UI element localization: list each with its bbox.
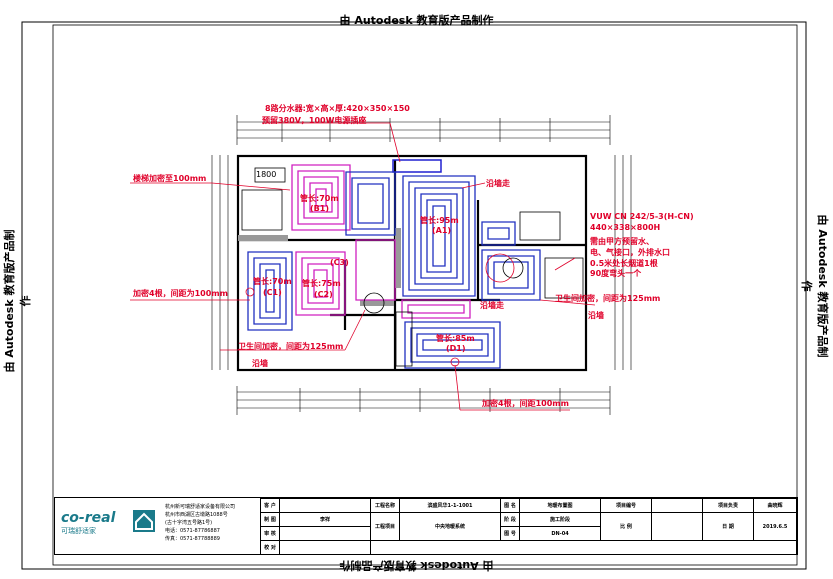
boiler-note-2: 440×338×800H <box>590 223 661 232</box>
outer-frame <box>21 21 807 570</box>
manifold <box>392 159 442 173</box>
pipe-length-d1: 管长:85m <box>436 334 475 343</box>
drawing-no-label: 图 号 <box>500 526 520 541</box>
manifold-note-2: 预留380V，100W电源插座 <box>262 116 367 125</box>
manifold-note-1: 8路分水器:宽×高×厚:420×350×150 <box>265 104 410 113</box>
pipe-room-a1: (A1) <box>432 226 452 235</box>
drawing-name-label: 图 名 <box>500 498 520 513</box>
pipe-room-b1: (B1) <box>310 204 329 213</box>
tel: 电话：0571-87786887 <box>165 528 220 534</box>
boiler-note-4: 电、气接口，外排水口 <box>590 248 670 257</box>
stage-label: 阶 段 <box>500 512 520 527</box>
pipe-room-c3: (C3) <box>330 258 349 267</box>
logo-text: co-real <box>61 510 116 526</box>
bath-note-right: 卫生间加密，间距为125mm <box>555 294 661 303</box>
inner-frame <box>52 24 798 566</box>
date-label: 日 期 <box>702 512 754 541</box>
pipe-length-a1: 管长:95m <box>420 216 459 225</box>
project-name-label: 工程名称 <box>370 498 400 513</box>
project-code <box>651 498 703 513</box>
project-item-label: 工程项目 <box>370 512 400 541</box>
dimension-lines-sides <box>211 155 632 370</box>
fax: 传真：0571-87788889 <box>165 536 220 542</box>
fixtures <box>241 189 584 367</box>
empty-row <box>370 540 797 555</box>
pipe-length-c1: 管长:70m <box>253 277 292 286</box>
date: 2019.6.5 <box>753 512 797 541</box>
company-name: 杭州新可瑞舒适家设备有限公司 <box>165 504 236 510</box>
verify-label: 校 对 <box>260 540 280 555</box>
pipe-length-b1: 管长:70m <box>300 194 339 203</box>
pipe-room-c1: (C1) <box>263 288 282 297</box>
boiler-note-3: 需由甲方预留水、 <box>590 237 654 246</box>
customer-label: 客 户 <box>260 498 280 513</box>
customer-value <box>279 498 371 513</box>
drawer-name: 李祥 <box>279 512 371 527</box>
title-block-table: 客 户 工程名称 滨盛风华1-1-1001 图 名 地暖布置图 项目编号 项目负… <box>260 498 797 555</box>
drawing-label: 制 图 <box>260 512 280 527</box>
pipe-room-d1: (D1) <box>446 344 466 353</box>
stage: 施工阶段 <box>519 512 601 527</box>
pipe-length-c2: 管长:75m <box>302 279 341 288</box>
company-logo: co-real 可瑞舒适家 <box>61 510 123 536</box>
loop-c2 <box>295 251 346 316</box>
company-info: 杭州新可瑞舒适家设备有限公司 杭州市西湖区古墩路1088号 (古十字湾五号路1号… <box>165 503 260 543</box>
review-value <box>279 526 371 541</box>
dimension-lines-top <box>236 115 611 145</box>
verify-value <box>279 540 371 555</box>
encrypt-left-note: 加密4根，间距为100mm <box>133 289 228 298</box>
dimension-box-1800 <box>254 167 286 183</box>
leader-lines <box>130 122 596 411</box>
house-icon <box>133 510 155 532</box>
project-name: 滨盛风华1-1-1001 <box>399 498 501 513</box>
scale-label: 比 例 <box>600 512 652 541</box>
scale-value <box>651 512 703 541</box>
dimension-lines-bottom <box>236 386 611 415</box>
dimension-1800: 1800 <box>256 170 277 179</box>
pipe-room-c2: (C2) <box>314 290 333 299</box>
boiler-note-5: 0.5米处长烟道1根 <box>590 259 658 268</box>
bath-note-left: 卫生间加密，间距为125mm <box>238 342 344 351</box>
drawing-name: 地暖布置图 <box>519 498 601 513</box>
encrypt-top-note: 楼梯加密至100mm <box>133 174 207 183</box>
loop-b1 <box>291 164 351 231</box>
wall-note-mid: 沿墙走 <box>480 301 504 310</box>
loop-a1 <box>345 171 476 297</box>
boiler-note-6: 90度弯头一个 <box>590 269 642 278</box>
manager: 曲晓辉 <box>753 498 797 513</box>
address-2: (古十字湾五号路1号) <box>165 520 213 526</box>
manager-label: 项目负责 <box>702 498 754 513</box>
wall-note-left-low: 沿墙 <box>252 359 268 368</box>
project-code-label: 项目编号 <box>600 498 652 513</box>
address-1: 杭州市西湖区古墩路1088号 <box>165 512 228 518</box>
wall-note-right-low: 沿墙 <box>588 311 604 320</box>
loop-right-rooms <box>481 221 541 301</box>
loop-d1 <box>404 321 501 369</box>
encrypt-bottom-note: 加密4根，间距100mm <box>482 399 569 408</box>
review-label: 审 核 <box>260 526 280 541</box>
wall-fills <box>238 228 401 306</box>
loop-c1 <box>247 251 293 331</box>
drawing-no: DN-04 <box>519 526 601 541</box>
title-block: co-real 可瑞舒适家 杭州新可瑞舒适家设备有限公司 杭州市西湖区古墩路10… <box>54 497 798 555</box>
watermark-top: 由 Autodesk 教育版产品制作 <box>339 14 494 27</box>
wall-note-top: 沿墙走 <box>486 179 510 188</box>
logo-subtext: 可瑞舒适家 <box>61 527 96 535</box>
project-item: 中央地暖系统 <box>399 512 501 541</box>
loop-trunk <box>355 239 471 319</box>
boiler-note-1: VUW CN 242/5-3(H-CN) <box>590 212 694 221</box>
